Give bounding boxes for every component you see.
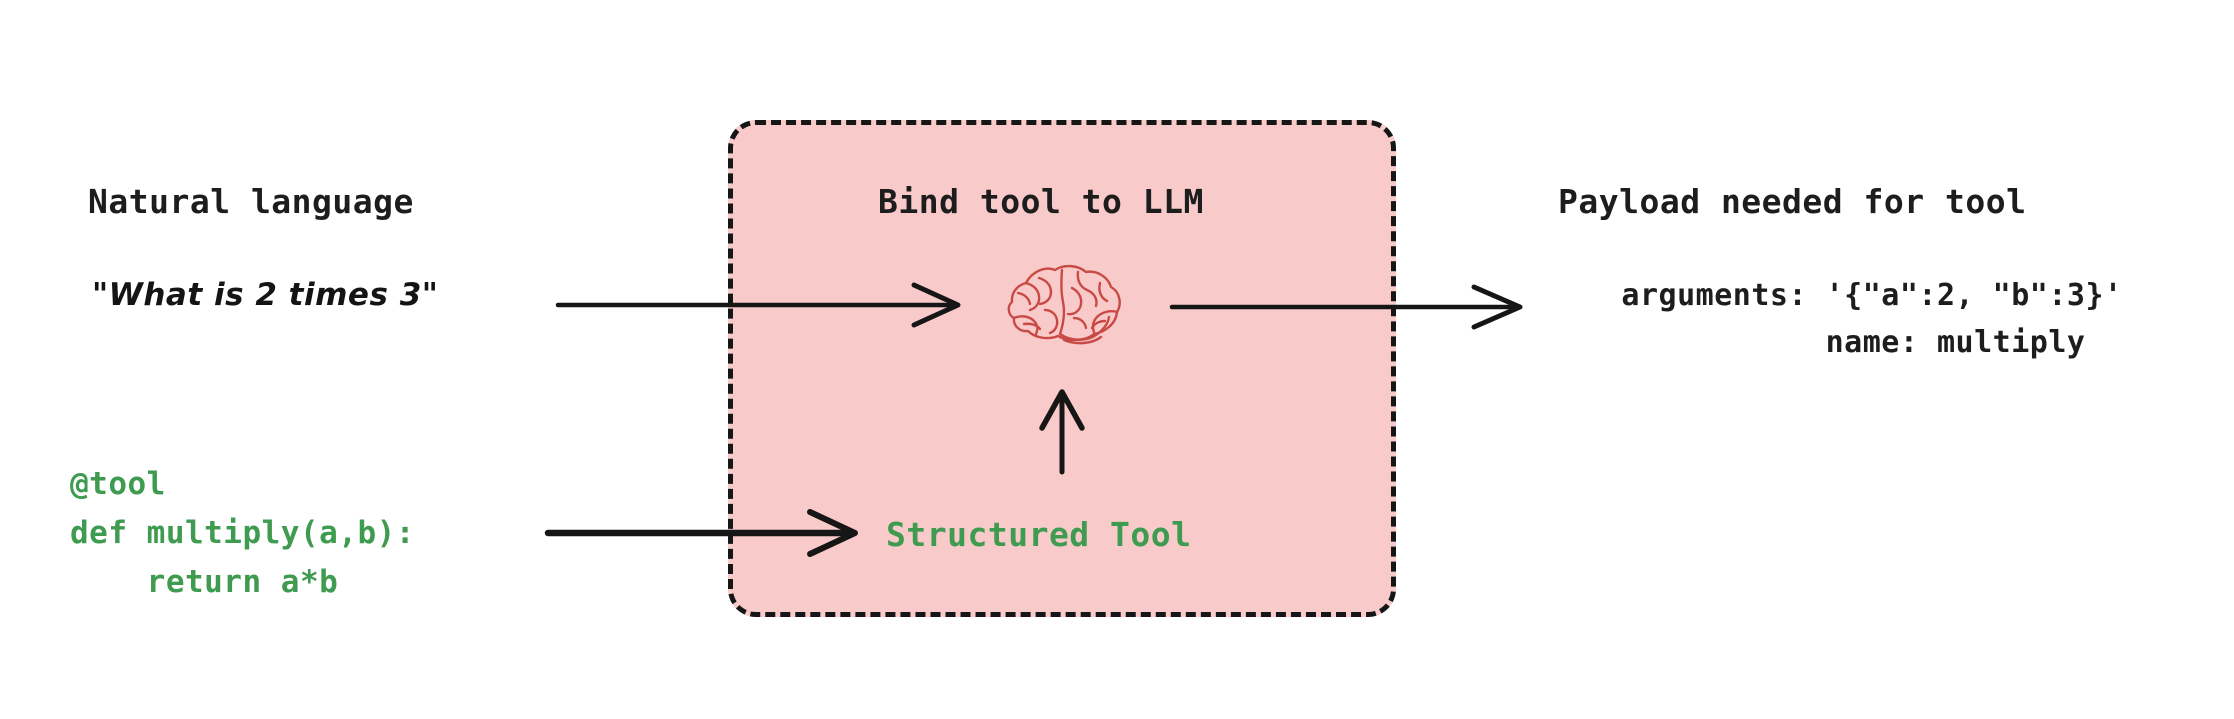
- natural-language-query-text: "What is 2 times 3": [92, 277, 439, 313]
- structured-tool-label: Structured Tool: [886, 515, 1192, 554]
- tool-definition-code: @tool def multiply(a,b): return a*b: [70, 466, 415, 600]
- brain-icon: [1004, 258, 1126, 350]
- natural-language-heading: Natural language: [88, 182, 414, 221]
- bind-tool-to-llm-heading: Bind tool to LLM: [878, 182, 1204, 221]
- payload-content-text: arguments: '{"a":2, "b":3}' name: multip…: [1621, 278, 2123, 360]
- payload-heading: Payload needed for tool: [1558, 182, 2027, 221]
